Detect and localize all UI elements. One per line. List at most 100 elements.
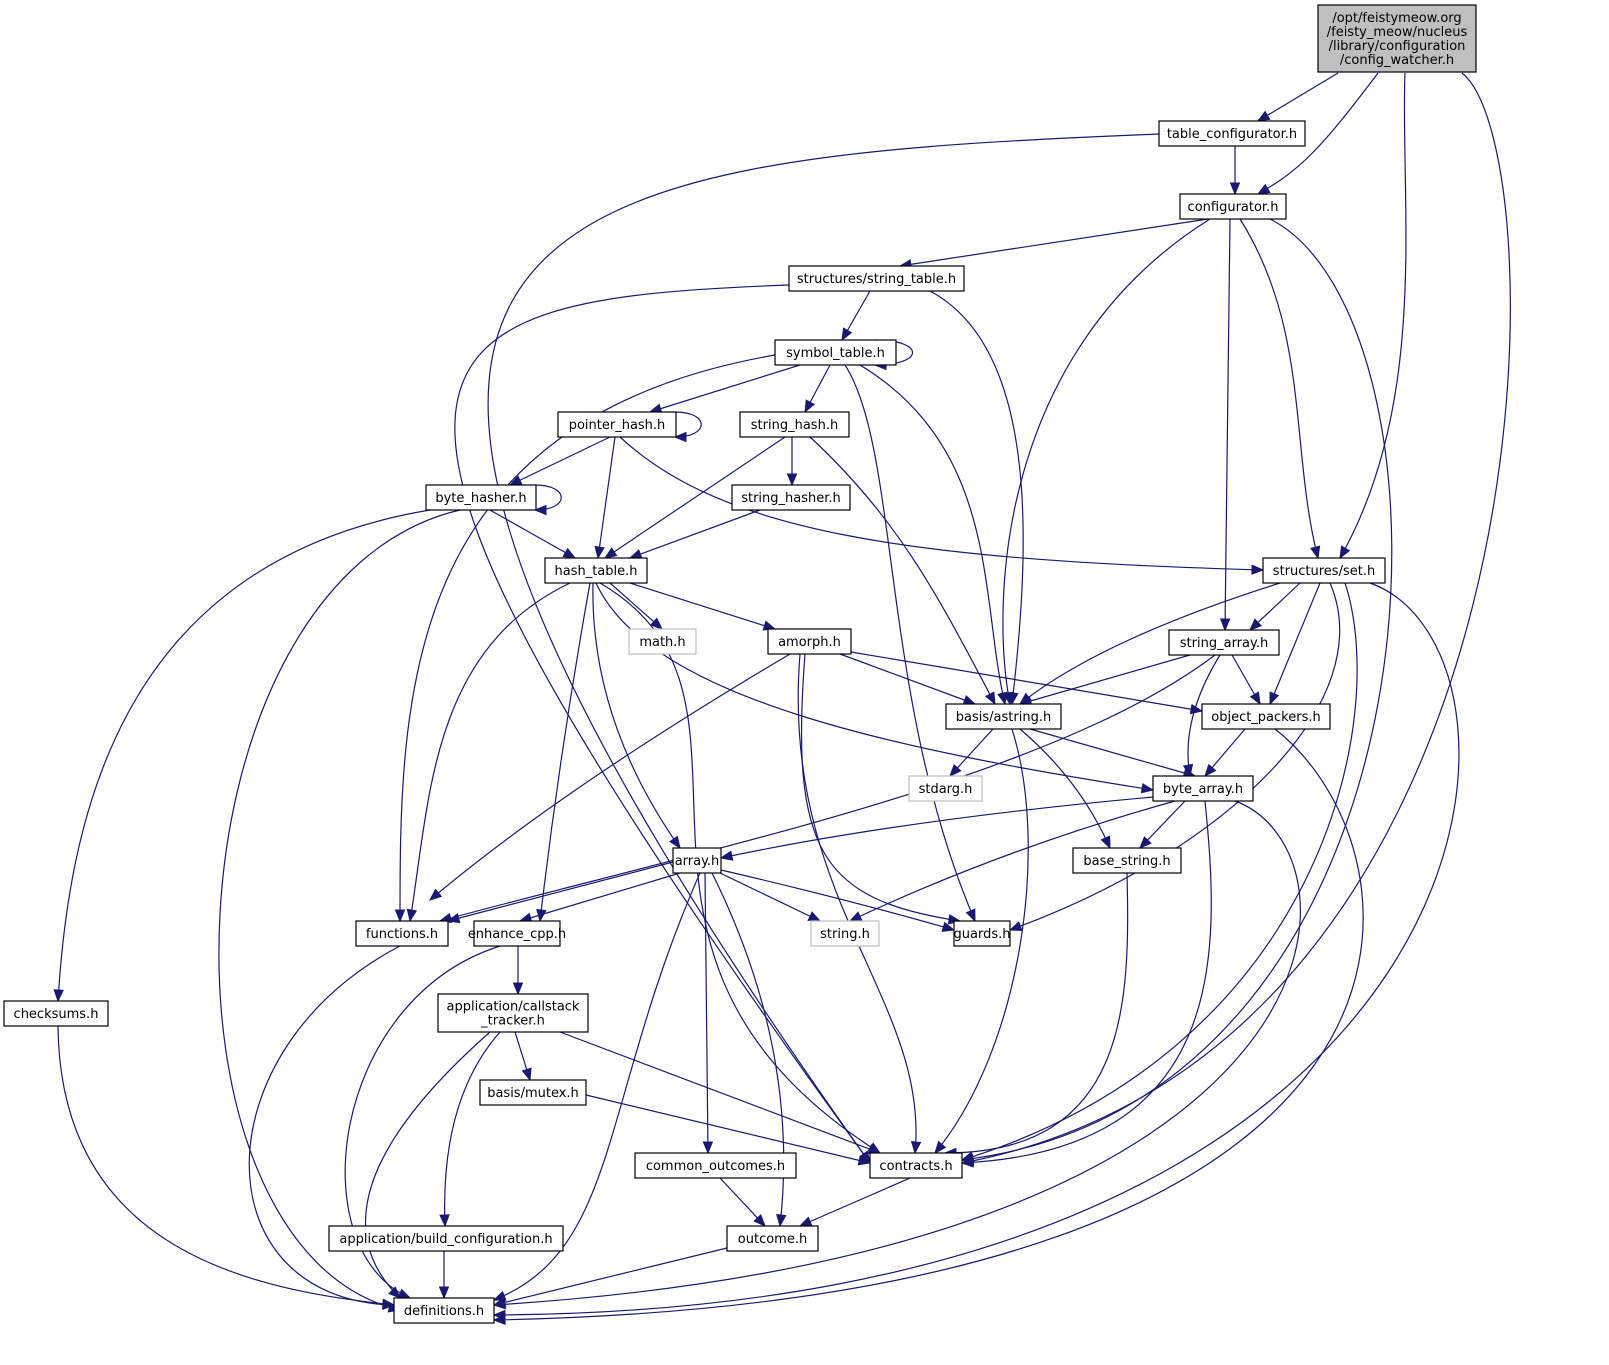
node-box[interactable] (1072, 847, 1182, 874)
node-box[interactable] (945, 703, 1062, 730)
node-string-hasher[interactable]: string_hasher.h (731, 484, 851, 511)
node-box[interactable] (355, 920, 449, 947)
edge-hash_table-functions (409, 582, 571, 922)
node-box[interactable] (810, 920, 880, 947)
node-box[interactable] (767, 628, 852, 655)
node-box[interactable] (3, 1000, 109, 1027)
arrowhead-set-guards (1008, 921, 1023, 931)
node-string-h[interactable]: string.h (810, 920, 880, 947)
node-box[interactable] (328, 1225, 564, 1252)
node-stdarg[interactable]: stdarg.h (908, 775, 983, 802)
node-base-string[interactable]: base_string.h (1072, 847, 1182, 874)
node-mutex[interactable]: basis/mutex.h (479, 1079, 587, 1106)
node-box[interactable] (557, 411, 677, 438)
node-label: stdarg.h (919, 782, 973, 797)
arrowhead-root-configurator (1256, 183, 1271, 195)
node-box[interactable] (479, 1079, 587, 1106)
node-box[interactable] (1168, 629, 1280, 656)
node-box[interactable] (628, 628, 697, 655)
node-outcome[interactable]: outcome.h (726, 1225, 819, 1252)
edge-byte_array-definitions (493, 800, 1301, 1306)
node-box[interactable] (1201, 703, 1331, 730)
edge-hash_table-byte_array (595, 582, 1154, 791)
node-box[interactable] (731, 484, 851, 511)
node-label: application/callstack (447, 1000, 580, 1015)
edge-string_array-astring (1019, 654, 1191, 705)
node-set[interactable]: structures/set.h (1262, 557, 1386, 584)
node-amorph[interactable]: amorph.h (767, 628, 852, 655)
arrowhead-root-table_configurator (1256, 110, 1271, 122)
edge-functions-definitions (248, 945, 401, 1306)
node-contracts[interactable]: contracts.h (869, 1152, 963, 1179)
node-string-hash[interactable]: string_hash.h (739, 411, 850, 438)
node-box[interactable] (437, 993, 589, 1033)
node-box[interactable] (473, 920, 561, 947)
node-definitions[interactable]: definitions.h (393, 1297, 495, 1324)
node-string-array[interactable]: string_array.h (1168, 629, 1280, 656)
node-string-table[interactable]: structures/string_table.h (788, 265, 965, 292)
node-object-packers[interactable]: object_packers.h (1201, 703, 1331, 730)
edge-contracts-outcome (799, 1177, 911, 1227)
edge-array-functions (447, 861, 674, 922)
node-box[interactable] (1179, 193, 1287, 220)
arrowhead-object_packers-definitions (492, 1314, 506, 1326)
edge-array-enhance_cpp (519, 872, 681, 922)
node-label: amorph.h (778, 635, 841, 650)
node-configurator[interactable]: configurator.h (1179, 193, 1287, 220)
edge-symbol_table-functions (399, 354, 776, 922)
arrowhead-table_configurator-configurator (1229, 182, 1241, 196)
node-box[interactable] (908, 775, 983, 802)
node-box[interactable] (953, 920, 1011, 947)
node-box[interactable] (1158, 120, 1306, 147)
node-box[interactable] (739, 411, 850, 438)
node-pointer-hash[interactable]: pointer_hash.h (557, 411, 677, 438)
node-byte-array[interactable]: byte_array.h (1152, 775, 1254, 802)
edge-pointer_hash-self (674, 411, 702, 438)
node-callstack-tracker[interactable]: application/callstack_tracker.h (437, 993, 589, 1033)
node-box[interactable] (774, 339, 897, 366)
node-enhance-cpp[interactable]: enhance_cpp.h (468, 920, 566, 947)
edge-object_packers-definitions (493, 728, 1364, 1321)
node-box[interactable] (393, 1297, 495, 1324)
node-label: contracts.h (879, 1159, 952, 1174)
edge-table_configurator-contracts (487, 133, 1160, 1164)
edge-amorph-astring (839, 653, 976, 705)
node-box[interactable] (788, 265, 965, 292)
edge-configurator-set (1239, 218, 1319, 559)
node-guards[interactable]: guards.h (953, 920, 1011, 947)
node-functions[interactable]: functions.h (355, 920, 449, 947)
node-box[interactable] (425, 484, 537, 511)
node-box[interactable] (1317, 4, 1477, 73)
arrowhead-byte_array-string_h (848, 911, 863, 922)
node-label: guards.h (954, 927, 1011, 942)
edge-callstack_tracker-definitions (365, 1031, 491, 1299)
node-table-configurator[interactable]: table_configurator.h (1158, 120, 1306, 147)
node-byte-hasher[interactable]: byte_hasher.h (425, 484, 537, 511)
arrowhead-string_hash-astring (984, 691, 996, 706)
node-box[interactable] (869, 1152, 963, 1179)
node-box[interactable] (1152, 775, 1254, 802)
node-symbol-table[interactable]: symbol_table.h (774, 339, 897, 366)
arrowhead-checksums-definitions (382, 1298, 396, 1310)
node-box[interactable] (544, 557, 648, 584)
node-box[interactable] (672, 847, 722, 874)
node-box[interactable] (634, 1152, 797, 1179)
node-math[interactable]: math.h (628, 628, 697, 655)
edge-string_array-functions (439, 654, 1216, 922)
arrowhead-string_array-object_packers (1249, 691, 1261, 706)
edge-astring-contracts (934, 728, 1029, 1154)
node-hash-table[interactable]: hash_table.h (544, 557, 648, 584)
node-array[interactable]: array.h (672, 847, 722, 874)
node-label: _tracker.h (480, 1014, 545, 1029)
node-common-outcomes[interactable]: common_outcomes.h (634, 1152, 797, 1179)
edge-pointer_hash-byte_hasher (509, 436, 611, 486)
node-box[interactable] (1262, 557, 1386, 584)
edge-byte_hasher-definitions (218, 509, 461, 1311)
arrowhead-symbol_table-guards (965, 908, 976, 923)
node-astring[interactable]: basis/astring.h (945, 703, 1062, 730)
node-build-configuration[interactable]: application/build_configuration.h (328, 1225, 564, 1252)
arrowhead-array-outcome (776, 1213, 787, 1228)
node-checksums[interactable]: checksums.h (3, 1000, 109, 1027)
node-root[interactable]: /opt/feistymeow.org/feisty_meow/nucleus/… (1317, 4, 1477, 73)
node-box[interactable] (726, 1225, 819, 1252)
